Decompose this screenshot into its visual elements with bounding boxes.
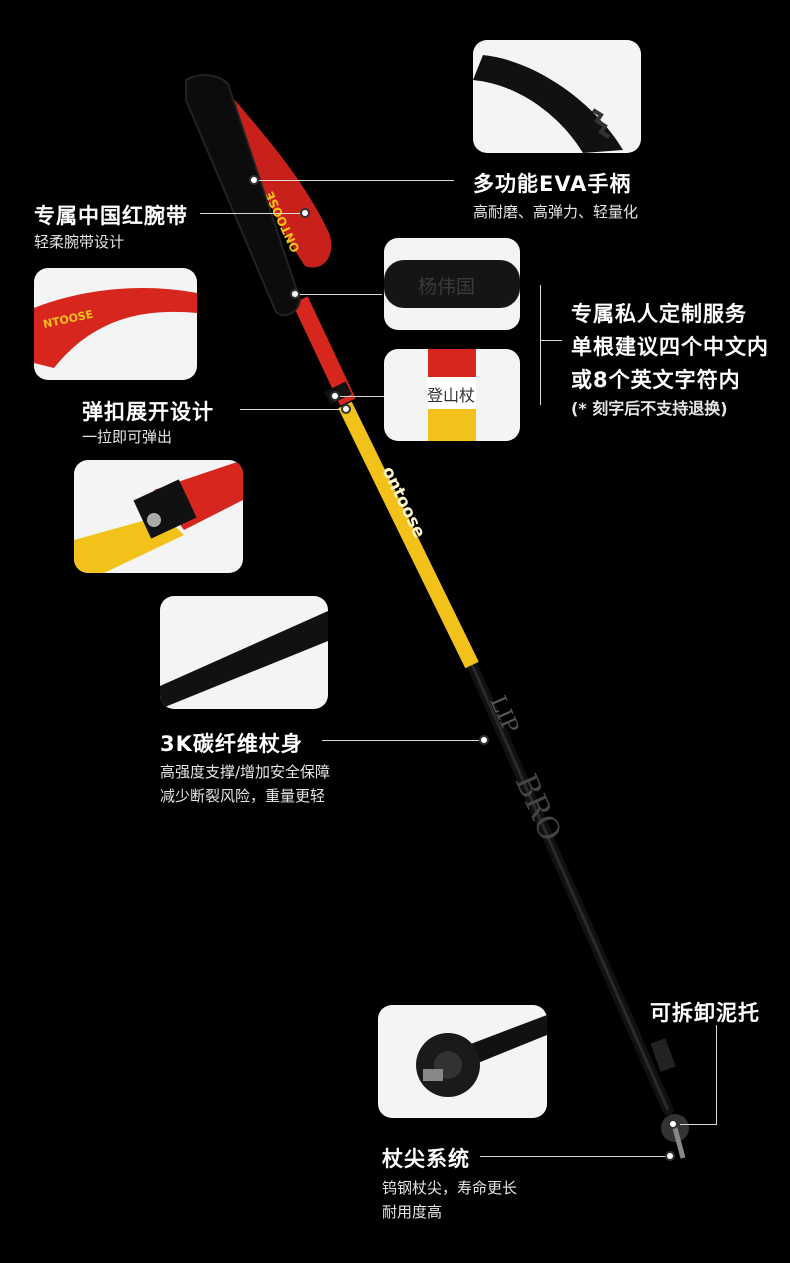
- tip-title: 杖尖系统: [382, 1147, 470, 1171]
- tip-basket-closeup-card: [378, 1005, 547, 1118]
- marker-dot-snap: [341, 404, 351, 414]
- connector-handle: [254, 180, 454, 181]
- marker-dot-carbon: [479, 735, 489, 745]
- svg-text:BRO: BRO: [508, 769, 568, 846]
- custom-line2: 单根建议四个中文内: [571, 335, 769, 359]
- yellow-shaft: [338, 401, 479, 669]
- carbon-desc2: 减少断裂风险，重量更轻: [160, 787, 326, 805]
- marker-dot-handle: [249, 175, 259, 185]
- svg-text:LIP: LIP: [485, 692, 523, 737]
- tip-desc2: 耐用度高: [382, 1203, 443, 1221]
- marker-dot-basket: [668, 1119, 678, 1129]
- carbon-desc1: 高强度支撑/增加安全保障: [160, 763, 331, 781]
- strap-title: 专属中国红腕带: [34, 204, 188, 228]
- handle-title: 多功能EVA手柄: [473, 172, 632, 196]
- connector-basket-h: [680, 1124, 717, 1125]
- connector-basket-v: [716, 1025, 717, 1125]
- basket-title: 可拆卸泥托: [650, 1001, 760, 1025]
- tip-desc1: 钨钢杖尖，寿命更长: [382, 1179, 518, 1197]
- handle-desc: 高耐磨、高弹力、轻量化: [473, 203, 639, 221]
- connector-bracket-v: [540, 285, 541, 405]
- connector-bracket-h: [540, 340, 562, 341]
- handle-closeup-card: [473, 40, 641, 153]
- connector-strap: [200, 213, 305, 214]
- marker-dot-snap-upper: [330, 391, 340, 401]
- carbon-title: 3K碳纤维杖身: [160, 732, 303, 756]
- snap-desc: 一拉即可弹出: [82, 428, 173, 446]
- connector-snap: [240, 409, 346, 410]
- engraving-text-card: 登山杖: [384, 349, 520, 441]
- strap-desc: 轻柔腕带设计: [34, 233, 125, 251]
- marker-dot-custom: [290, 289, 300, 299]
- strap-closeup-card: NTOOSE: [34, 268, 197, 380]
- marker-dot-strap: [300, 208, 310, 218]
- mud-basket: [650, 1038, 676, 1072]
- snap-button-closeup-card: [74, 460, 243, 573]
- engraving-text: 登山杖: [427, 386, 475, 405]
- engraving-name-text: 杨伟国: [418, 276, 475, 298]
- connector-custom-2: [340, 396, 384, 397]
- marker-dot-tip: [665, 1151, 675, 1161]
- custom-note: (* 刻字后不支持退换): [571, 399, 728, 418]
- carbon-shaft-closeup-card: [160, 596, 328, 709]
- connector-carbon: [322, 740, 484, 741]
- engraving-name-card: 杨伟国: [384, 238, 520, 330]
- snap-title: 弹扣展开设计: [82, 400, 214, 424]
- custom-line1: 专属私人定制服务: [571, 302, 747, 326]
- connector-tip: [480, 1156, 670, 1157]
- eva-handle: [185, 74, 302, 317]
- custom-line3: 或8个英文字符内: [571, 368, 741, 392]
- connector-custom: [296, 294, 382, 295]
